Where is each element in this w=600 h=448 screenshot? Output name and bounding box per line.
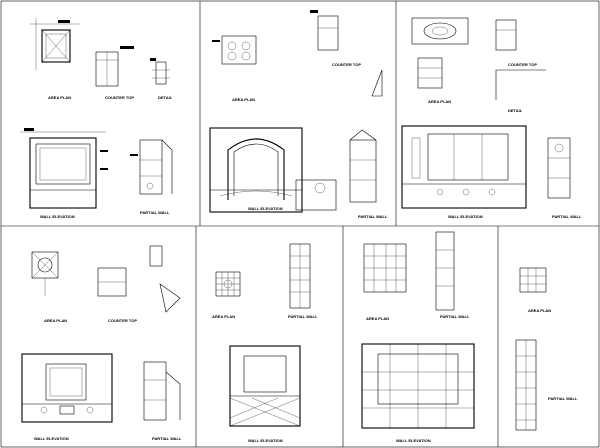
panel-2: COUNTER TOP AREA PLAN WALL ELEVATION PAR… (209, 10, 388, 219)
panel-3: COUNTER TOP AREA PLAN DETAIL WALL ELEVAT… (371, 17, 582, 219)
panel-5: AREA PLAN PARTIAL WALL WALL ELEVATION (212, 243, 318, 443)
panel-6: AREA PLAN PARTIAL WALL WALL ELEVATION (361, 231, 475, 443)
p6-area-plan-drawing (363, 243, 407, 293)
p6-partial-wall-drawing (435, 231, 455, 311)
p2-wall-elevation-caption: WALL ELEVATION (248, 206, 283, 211)
p7-partial-wall-caption: PARTIAL WALL (548, 396, 578, 401)
p7-area-plan-drawing (519, 267, 547, 293)
p1-counter-top-drawing (95, 46, 134, 87)
p1-detail-caption: DETAIL (158, 95, 173, 100)
p2-counter-top-caption: COUNTER TOP (332, 62, 361, 67)
p5-area-plan-caption: AREA PLAN (212, 314, 235, 319)
p3-area-plan-caption: AREA PLAN (428, 99, 451, 104)
p3-partial-wall-caption: PARTIAL WALL (552, 214, 582, 219)
panel-7: AREA PLAN PARTIAL WALL (515, 267, 578, 431)
p4-area-plan-drawing (31, 251, 59, 296)
p1-area-plan-caption: AREA PLAN (48, 95, 71, 100)
p2-area-plan-caption: AREA PLAN (232, 97, 255, 102)
p2-area-plan-drawing (212, 35, 257, 65)
panel-1: AREA PLAN COUNTER TOP DETAIL WALL ELEV (20, 18, 173, 219)
p4-counter-top-caption: COUNTER TOP (108, 318, 137, 323)
p3-area-plan-drawing (411, 17, 469, 89)
p1-wall-elevation-caption: WALL ELEVATION (40, 214, 75, 219)
p2-partial-wall-drawing (349, 129, 377, 203)
p2-partial-wall-caption: PARTIAL WALL (358, 214, 388, 219)
p4-counter-top-drawing (97, 245, 181, 313)
panel-4: AREA PLAN COUNTER TOP WALL ELEVATION PAR… (21, 245, 182, 441)
p4-area-plan-caption: AREA PLAN (44, 318, 67, 323)
p3-wall-elevation-caption: WALL ELEVATION (448, 214, 483, 219)
p3-counter-top-drawing (495, 19, 517, 51)
p6-wall-elevation-caption: WALL ELEVATION (396, 438, 431, 443)
p6-wall-elevation-drawing (361, 343, 475, 429)
p6-partial-wall-caption: PARTIAL WALL (440, 314, 470, 319)
p4-wall-elevation-drawing (21, 353, 113, 423)
p4-partial-wall-caption: PARTIAL WALL (152, 436, 182, 441)
p4-partial-wall-drawing (143, 361, 181, 421)
p5-wall-elevation-drawing (229, 345, 301, 427)
p3-detail-caption: DETAIL (508, 108, 523, 113)
p2-wall-elevation-drawing (209, 127, 337, 213)
p1-detail-drawing (150, 58, 170, 85)
p4-wall-elevation-caption: WALL ELEVATION (34, 436, 69, 441)
p7-area-plan-caption: AREA PLAN (528, 308, 551, 313)
p5-partial-wall-drawing (289, 243, 311, 309)
p3-partial-wall-drawing (547, 137, 571, 199)
p1-counter-top-caption: COUNTER TOP (105, 95, 134, 100)
p1-wall-elevation-drawing (20, 128, 108, 209)
p5-wall-elevation-caption: WALL ELEVATION (248, 438, 283, 443)
p3-detail-drawing (371, 69, 546, 100)
p5-area-plan-drawing (215, 271, 241, 297)
p6-area-plan-caption: AREA PLAN (366, 316, 389, 321)
p2-counter-top-drawing (310, 10, 339, 51)
p5-partial-wall-caption: PARTIAL WALL (288, 314, 318, 319)
p1-partial-wall-drawing (130, 139, 173, 195)
p1-area-plan-drawing (30, 18, 80, 70)
p3-wall-elevation-drawing (401, 125, 527, 209)
p3-counter-top-caption: COUNTER TOP (508, 62, 537, 67)
p1-partial-wall-caption: PARTIAL WALL (140, 210, 170, 215)
p7-partial-wall-drawing (515, 339, 537, 431)
